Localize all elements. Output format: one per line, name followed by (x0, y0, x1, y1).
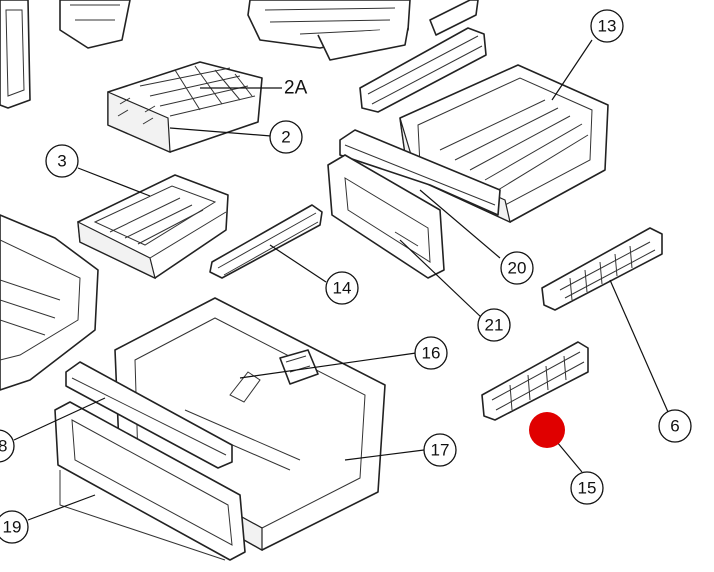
leader-19 (27, 494, 96, 521)
callout-19: 19 (0, 510, 29, 544)
part-2-ice-tray (107, 61, 263, 153)
callout-19-label: 19 (3, 518, 22, 537)
callout-13-label: 13 (598, 17, 617, 36)
callout-17: 17 (423, 433, 457, 467)
callout-18-label: 18 (0, 437, 7, 456)
callout-18: 18 (0, 429, 15, 463)
highlight-marker (529, 412, 565, 448)
leader-18 (13, 397, 106, 441)
leader-17 (344, 449, 425, 461)
leader-2 (169, 127, 272, 137)
callout-14-label: 14 (333, 279, 352, 298)
callout-21-label: 21 (485, 316, 504, 335)
part-21-drawer-front (327, 154, 445, 279)
callout-6-label: 6 (670, 417, 679, 436)
leader-14 (269, 244, 327, 283)
callout-2: 2 (269, 120, 303, 154)
callout-17-label: 17 (431, 441, 450, 460)
leader-16 (239, 352, 417, 379)
callout-16: 16 (414, 336, 448, 370)
callout-15-label: 15 (578, 479, 597, 498)
leader-6 (609, 279, 669, 413)
callout-20-label: 20 (508, 259, 527, 278)
upper-rail-pair (359, 0, 487, 113)
callout-15: 15 (570, 471, 604, 505)
part-6-bracket (541, 227, 663, 311)
callout-20: 20 (500, 251, 534, 285)
part-20-cover (339, 129, 501, 216)
callout-2-label: 2 (281, 128, 290, 147)
callout-13: 13 (590, 9, 624, 43)
part-15-bracket (481, 341, 589, 421)
part-18-cover-bar (65, 361, 233, 469)
part-13-large-bin (399, 64, 609, 224)
top-left-partial-bin (59, 0, 131, 49)
callout-3: 3 (45, 144, 79, 178)
part-14-rail (209, 204, 323, 279)
leader-20 (419, 189, 501, 259)
callout-6: 6 (658, 409, 692, 443)
part-3-small-bin (77, 174, 229, 280)
left-large-tray-partial (0, 214, 99, 391)
callout-16-label: 16 (422, 344, 441, 363)
part-16-clip (279, 349, 319, 385)
left-door-edge (0, 0, 31, 109)
callout-2a: 2A (284, 78, 308, 99)
leader-lines (13, 39, 669, 521)
leader-13 (551, 39, 593, 101)
callout-14: 14 (325, 271, 359, 305)
leader-21 (399, 239, 483, 319)
top-center-rack (247, 0, 411, 61)
callout-3-label: 3 (57, 152, 66, 171)
callout-2a-label: 2A (284, 78, 308, 99)
callout-21: 21 (477, 308, 511, 342)
leader-3 (77, 167, 151, 197)
part-19-drawer-front (54, 401, 246, 561)
